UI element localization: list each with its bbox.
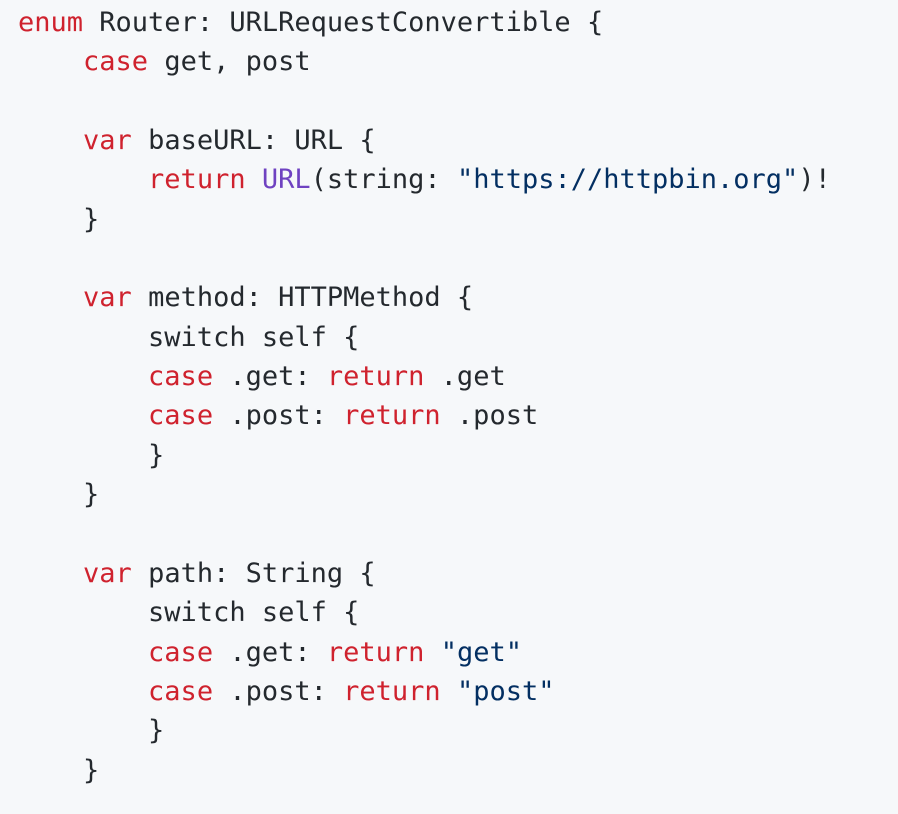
code-text-token: .get: [213, 636, 327, 668]
code-text-token: switch self { [18, 321, 360, 353]
code-line: case .get: return "get" [18, 633, 898, 672]
code-text-token: } [18, 479, 100, 511]
code-line: enum Router: URLRequestConvertible { [18, 3, 898, 42]
keyword-token: case [148, 675, 214, 707]
code-text-token [18, 282, 83, 313]
code-text-token [18, 676, 148, 707]
code-line: var path: String { [18, 554, 898, 593]
code-text-token: get, post [148, 46, 311, 78]
keyword-token: case [83, 46, 149, 78]
string-literal-token: "https://httpbin.org" [456, 164, 799, 196]
code-line: var method: HTTPMethod { [18, 278, 898, 317]
code-line: case .post: return "post" [18, 672, 898, 711]
keyword-token: case [148, 361, 214, 393]
code-text-token: .post: [213, 400, 344, 432]
code-text-token: .get [424, 361, 506, 393]
code-text-token [18, 125, 83, 156]
keyword-token: return [148, 164, 246, 196]
code-line: } [18, 475, 898, 514]
keyword-token: var [83, 557, 132, 589]
code-line: case .post: return .post [18, 396, 898, 435]
keyword-token: return [326, 636, 425, 668]
keyword-token: case [148, 400, 214, 432]
code-text-token: .post [440, 400, 539, 432]
code-line: } [18, 751, 898, 790]
keyword-token: case [148, 636, 214, 668]
string-literal-token: "get" [440, 636, 522, 668]
keyword-token: return [326, 361, 425, 393]
code-text-token: path: String { [131, 557, 376, 589]
code-line: ​ [18, 514, 898, 553]
code-line: var baseURL: URL { [18, 121, 898, 160]
type-call-token: URL [261, 164, 311, 196]
code-text-token: Router: URLRequestConvertible { [83, 7, 604, 38]
code-text-token: switch self { [18, 597, 360, 629]
keyword-token: var [83, 282, 132, 314]
code-text-token: .post: [213, 675, 344, 707]
code-text-token: .get: [213, 361, 327, 393]
code-line: ​ [18, 82, 898, 121]
code-text-token: )! [798, 164, 831, 196]
code-line: } [18, 436, 898, 475]
code-text-token: } [18, 439, 165, 471]
string-literal-token: "post" [456, 675, 555, 707]
code-text-token [18, 558, 83, 589]
code-line: case .get: return .get [18, 357, 898, 396]
code-line: ​ [18, 239, 898, 278]
code-text-token [18, 361, 148, 392]
code-text-token [18, 46, 83, 77]
keyword-token: var [83, 125, 132, 157]
code-line: switch self { [18, 318, 898, 357]
code-text-token [441, 676, 457, 707]
code-line: case get, post [18, 42, 898, 81]
code-text-token: } [18, 754, 100, 786]
code-text-token: baseURL: URL { [131, 125, 376, 157]
code-text-token: (string: [310, 164, 457, 196]
code-line: } [18, 711, 898, 750]
code-text-token: } [18, 715, 165, 747]
code-text-token: method: HTTPMethod { [131, 282, 474, 314]
code-text-token: } [18, 203, 100, 235]
keyword-token: return [343, 400, 441, 432]
code-line: } [18, 200, 898, 239]
keyword-token: return [343, 675, 441, 707]
code-line: return URL(string: "https://httpbin.org"… [18, 160, 898, 199]
keyword-token: enum [18, 7, 84, 38]
code-text-token [424, 637, 440, 668]
code-text-token [18, 400, 148, 431]
code-text-token [18, 164, 148, 195]
code-text-token [246, 164, 262, 195]
code-text-token [18, 637, 148, 668]
code-line: switch self { [18, 593, 898, 632]
